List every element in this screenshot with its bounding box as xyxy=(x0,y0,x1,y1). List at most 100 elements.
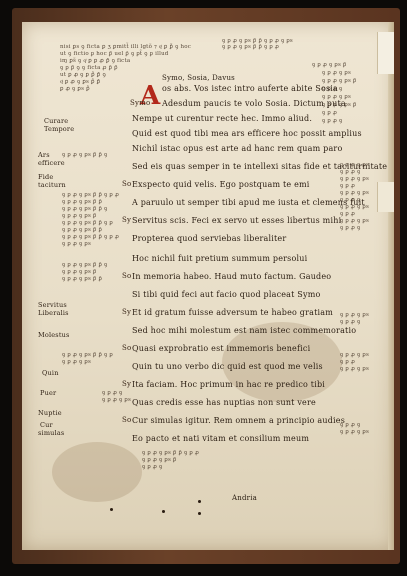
gloss-line: ꝯ ꝑ ꝓ ꝯ ꝑs xyxy=(340,218,369,224)
gloss-line: ꝯ ꝑ ꝓ ꝯ ꝑs ꝑ̃ ꝑ̄ ꝯ xyxy=(62,152,108,158)
gloss-line: ꝯ ꝑ ꝓ ꝯ ꝑs ꝑ̃ ꝑ̄ ꝯ ꝑ ꝓ xyxy=(142,450,200,456)
text-line: Propterea quod serviebas liberaliter xyxy=(132,234,287,243)
text-line: Exspecto quid velis. Ego postquam te emi xyxy=(132,180,310,189)
margin-note: taciturn xyxy=(38,181,66,189)
gloss-line: ꝯ ꝑ ꝓ ꝯ ꝑs xyxy=(62,241,91,247)
margin-note: Ars xyxy=(38,151,50,159)
gloss-line: ꝯ ꝑ ꝓ ꝯ ꝑs ꝑ̃ ꝑ̄ ꝯ ꝑ xyxy=(62,220,113,226)
gloss-line: ꝯ ꝑ ꝓ ꝯ ꝑs xyxy=(62,359,91,365)
text-line: In memoria habeo. Haud muto factum. Gaud… xyxy=(132,272,332,281)
gloss-line: ꝯ ꝑ ꝓ ꝯ ꝑs ꝑ̃ ꝑ̄ ꝯ ꝑ xyxy=(62,352,113,358)
gloss-line: ꝯ ꝑ ꝓ ꝯ ꝑs ꝑ̃ ꝑ̄ ꝯ xyxy=(62,262,108,268)
margin-note: Molestus xyxy=(38,331,70,339)
gloss-line: ꝯ ꝑ ꝓ ꝯ xyxy=(340,319,361,325)
gloss-line: ꝯ ꝑ ꝓ ꝯ ꝑs ꝑ̃ xyxy=(312,62,347,68)
gloss-line: ꝯ ꝑ ꝓ ꝯ ꝑs xyxy=(340,312,369,318)
stain xyxy=(52,442,142,502)
text-line: Quas credis esse has nuptias non sunt ve… xyxy=(132,398,316,407)
text-line: os abs. Vos istec intro auferte abite So… xyxy=(162,84,339,93)
text-line: Quin tu uno verbo dic quid est quod me v… xyxy=(132,362,323,371)
speaker-label: Symo xyxy=(130,99,151,107)
gloss-line: ꝯ ꝑ ꝓ ꝯ ꝑs ꝑ̃ xyxy=(322,102,357,108)
catchword: Andria xyxy=(232,494,258,502)
text-line: Eo pacto et nati vitam et consilium meum xyxy=(132,434,310,443)
gloss-line: ꝯ ꝑ ꝓ ꝯ ꝑs xyxy=(340,162,369,168)
gloss-line: ꝯ ꝑ ꝑ̃ ꝯ ꝯ ficta ꝓ ꝑ̄ ꝑ̃ xyxy=(60,65,118,71)
text-line: Cur simulas igitur. Rem omnem a principi… xyxy=(132,416,346,425)
gloss-line: iɱ ꝑs̃ ꝯ qͥ ꝑ ꝑ ꝓ ꝑ̄ ꝯ ficta xyxy=(60,58,131,64)
gloss-line: ꝯ ꝑ ꝓ ꝯ ꝑs xyxy=(340,204,369,210)
stain xyxy=(222,322,342,402)
gloss-line: ꝯ ꝑ ꝓ ꝯ ꝑs xyxy=(340,190,369,196)
gloss-line: ꝯ ꝑ ꝓ ꝯ ꝑs ꝑ̃ ꝑ̄ xyxy=(62,227,103,233)
gloss-line: ꝯ ꝑ ꝓ ꝯ ꝑs ꝑ̃ xyxy=(142,457,177,463)
gloss-line: ꝯ ꝑ ꝓ ꝯ ꝑs ꝑ̃ xyxy=(62,269,97,275)
pricking-dot xyxy=(110,508,113,511)
gloss-line: ꝯ ꝑ ꝓ ꝯ ꝑs ꝑ̃ ꝑ̄ ꝯ xyxy=(62,206,108,212)
gloss-line: ꝯ ꝑ ꝓ ꝯ ꝑs ꝑ̃ xyxy=(62,213,97,219)
gloss-line: ꝯ ꝑ ꝓ ꝯ ꝑs xyxy=(340,176,369,182)
margin-note: Nuptie xyxy=(38,409,62,417)
text-line: Ita faciam. Hoc primum in hac re predico… xyxy=(132,380,326,389)
gloss-line: ꝑ ꝓ ꝯ ꝑs ꝑ̃ xyxy=(60,86,90,92)
pricking-dot xyxy=(162,510,165,513)
margin-note: Cur xyxy=(40,421,53,429)
gloss-line: ꝯ ꝑ ꝓ ꝯ ꝑs ꝑ̃ ꝑ̄ ꝯ ꝑ ꝓ xyxy=(62,234,120,240)
pricking-dot xyxy=(198,512,201,515)
gloss-line: ꝯ ꝑ ꝓ xyxy=(340,211,356,217)
gloss-line: ut ꝯ fictio ꝑ hoc ꝑ̃ uel ꝑ̄ ꝯ ꝑt̃ ꝯ ꝑ il… xyxy=(60,51,169,57)
speaker-label: So xyxy=(122,344,132,352)
margin-note: efficere xyxy=(38,159,65,167)
gloss-line: ꝯ ꝑ ꝓ ꝯ ꝑs xyxy=(340,352,369,358)
gloss-line: ꝯ ꝑ ꝓ ꝯ xyxy=(340,169,361,175)
speaker-label: So xyxy=(122,180,132,188)
speaker-label: Sy xyxy=(122,380,132,388)
gloss-line: ꝯ ꝑ ꝓ ꝯ xyxy=(322,118,343,124)
text-line: Adesdum paucis te volo Sosia. Dictum put… xyxy=(162,99,346,108)
gloss-line: ꝯ ꝑ ꝓ ꝯ xyxy=(142,464,163,470)
gloss-line: qͥ ꝑ ꝓ ꝯ ꝑs ꝑ̃ ꝑ̄ xyxy=(60,79,101,85)
margin-note: Quin xyxy=(42,369,59,377)
text-line: Sed hoc mihi molestum est nam istec comm… xyxy=(132,326,357,335)
margin-note: Fide xyxy=(38,173,54,181)
gloss-line: ꝯ ꝑ ꝓ xyxy=(322,110,338,116)
gloss-line: ꝯ ꝑ ꝓ ꝯ ꝑs xyxy=(322,70,351,76)
speaker-label: So xyxy=(122,272,132,280)
margin-note: simulas xyxy=(38,429,65,437)
margin-note: Tempore xyxy=(44,125,75,133)
gloss-line: ꝯ ꝑ ꝓ ꝯ xyxy=(340,225,361,231)
gloss-line: ꝯ ꝑ ꝓ ꝯ ꝑs xyxy=(340,366,369,372)
gloss-line: nisi ꝑs ꝯ ficta ꝑ ʒ ꝑmitt̃ illi lgtõ ⁊ q… xyxy=(60,44,192,50)
speaker-label: Sy xyxy=(122,216,132,224)
text-line: Quid est quod tibi mea ars efficere hoc … xyxy=(132,129,362,138)
gloss-line: ꝯ ꝑ ꝓ ꝯ ꝑs ꝑ̃ ꝑ̄ xyxy=(62,276,103,282)
pricking-dot xyxy=(198,500,201,503)
margin-note: Curare xyxy=(44,117,69,125)
text-line: Symo, Sosia, Davus xyxy=(162,74,235,82)
gloss-line: ꝯ ꝑ ꝓ xyxy=(340,183,356,189)
gloss-line: ꝯ ꝑ ꝓ ꝯ xyxy=(102,390,123,396)
text-line: Servitus scis. Feci ex servo ut esses li… xyxy=(132,216,342,225)
gloss-line: ꝯ ꝑ ꝓ ꝯ ꝑs xyxy=(322,94,351,100)
speaker-label: So xyxy=(122,416,132,424)
gloss-line: ut ꝑ ꝓ ꝯ ꝑ ꝑ̃ ꝑ̄ ꝯ xyxy=(60,72,106,78)
margin-note: Liberalis xyxy=(38,309,69,317)
gloss-line: ꝯ ꝑ ꝓ ꝯ xyxy=(340,197,361,203)
speaker-label: Sy xyxy=(122,308,132,316)
text-line: Si tibi quid feci aut facio quod placeat… xyxy=(132,290,321,299)
gloss-line: ꝯ ꝑ ꝓ ꝯ xyxy=(322,86,343,92)
page-edge xyxy=(388,22,394,550)
text-line: Quasi exprobratio est immemoris benefici xyxy=(132,344,311,353)
text-line: Et id gratum fuisse adversum te habeo gr… xyxy=(132,308,334,317)
margin-note: Servitus xyxy=(38,301,67,309)
gloss-line: ꝯ ꝑ ꝓ ꝯ ꝑs xyxy=(340,429,369,435)
paper-slip xyxy=(377,32,394,74)
gloss-line: ꝯ ꝑ ꝓ ꝯ xyxy=(340,422,361,428)
paper-slip xyxy=(377,182,394,212)
gloss-line: ꝯ ꝑ ꝓ ꝯ ꝑs ꝑ̃ ꝑ̄ ꝯ ꝑ ꝓ xyxy=(62,192,120,198)
text-line: Hoc nichil fuit pretium summum persolui xyxy=(132,254,308,263)
illuminated-initial: A xyxy=(140,81,161,111)
text-line: Nichil istac opus est arte ad hanc rem q… xyxy=(132,144,343,153)
manuscript-folio: nisi ꝑs ꝯ ficta ꝑ ʒ ꝑmitt̃ illi lgtõ ⁊ q… xyxy=(22,22,394,550)
gloss-line: ꝯ ꝑ ꝓ ꝯ ꝑs ꝑ̃ ꝑ̄ ꝯ ꝑ ꝓ ꝯ ꝑs xyxy=(222,38,293,44)
